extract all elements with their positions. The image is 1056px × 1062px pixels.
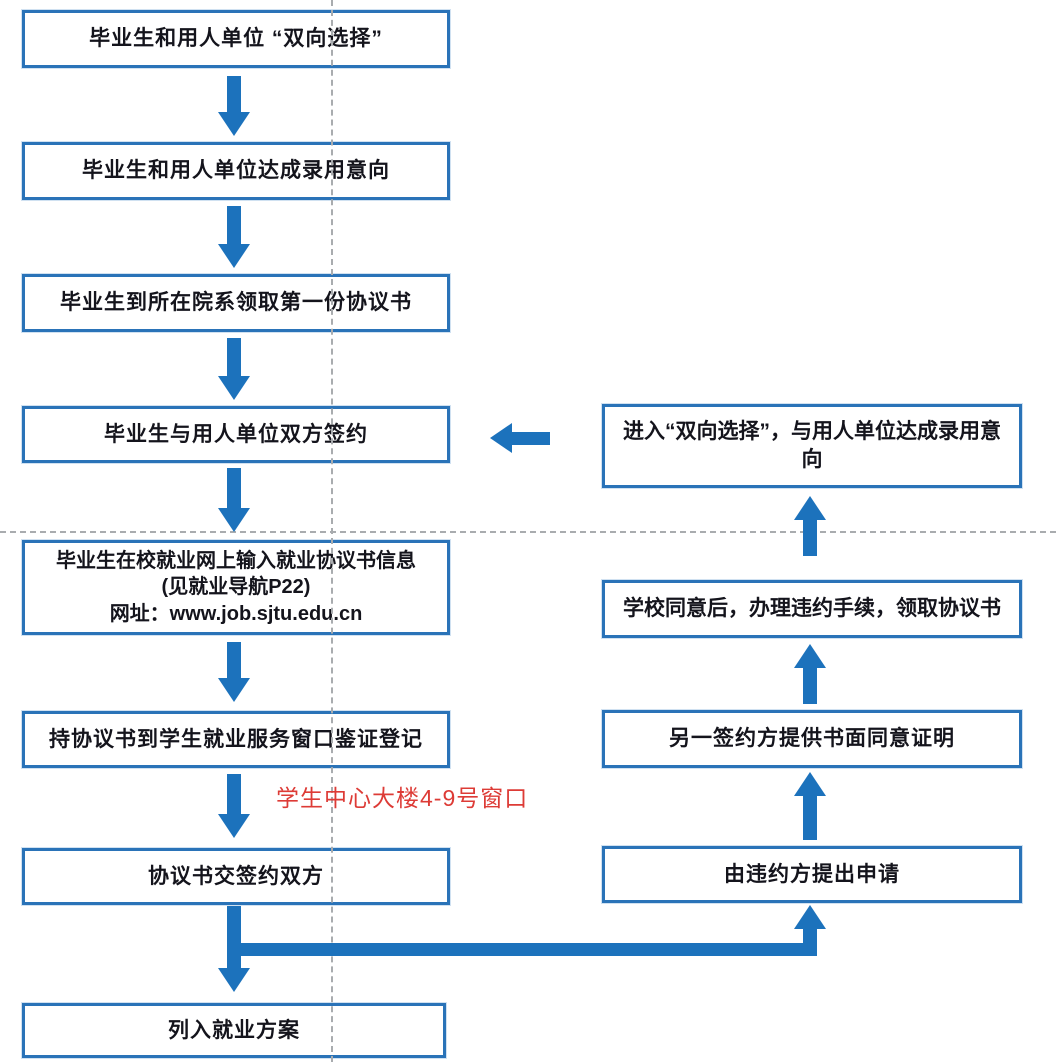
step-line-1: 毕业生在校就业网上输入就业协议书信息 [56, 549, 416, 572]
step-line-2: (见就业导航P22) [161, 576, 311, 599]
step-label: 由违约方提出申请 [724, 862, 900, 886]
box-employment-plan: 列入就业方案 [22, 1003, 446, 1058]
arrow-down-3 [218, 338, 250, 400]
box-reenter-selection: 进入“双向选择”，与用人单位达成录用意向 [602, 404, 1022, 488]
arrow-head [218, 968, 250, 992]
arrow-shaft [803, 668, 817, 704]
step-label: 毕业生到所在院系领取第一份协议书 [60, 291, 412, 315]
box-breach-application: 由违约方提出申请 [602, 846, 1022, 903]
arrow-head [218, 112, 250, 136]
arrow-shaft [512, 431, 550, 445]
arrow-shaft [227, 76, 241, 112]
arrow-head [218, 376, 250, 400]
step-label: 毕业生与用人单位双方签约 [104, 422, 368, 446]
step-label: 毕业生和用人单位 “双向选择” [89, 27, 383, 51]
arrow-head [218, 244, 250, 268]
step-label: 持协议书到学生就业服务窗口鉴证登记 [49, 727, 423, 751]
horizontal-dotted-guide [0, 531, 1056, 533]
arrow-head [794, 905, 826, 929]
step-label: 毕业生和用人单位达成录用意向 [82, 159, 390, 183]
arrow-up-1 [794, 772, 826, 840]
arrow-up-2 [794, 644, 826, 704]
box-school-approval: 学校同意后，办理违约手续，领取协议书 [602, 580, 1022, 638]
arrow-head [218, 508, 250, 532]
step-label: 学校同意后，办理违约手续，领取协议书 [623, 597, 1001, 621]
arrow-shaft [227, 206, 241, 244]
step-label: 列入就业方案 [168, 1018, 300, 1042]
arrow-head [218, 814, 250, 838]
arrow-shaft [803, 929, 817, 956]
arrow-shaft [227, 338, 241, 376]
arrow-up-into-breach-application [794, 905, 826, 956]
arrow-shaft [227, 906, 241, 968]
box-both-sign: 毕业生与用人单位双方签约 [22, 406, 450, 463]
arrow-up-3 [794, 496, 826, 556]
window-location-note: 学生中心大楼4-9号窗口 [276, 785, 529, 811]
branch-connector-line [227, 943, 817, 956]
arrow-down-to-plan [218, 906, 250, 992]
arrow-head [218, 678, 250, 702]
box-online-entry: 毕业生在校就业网上输入就业协议书信息 (见就业导航P22) 网址：www.job… [22, 540, 450, 635]
box-employment-intent: 毕业生和用人单位达成录用意向 [22, 142, 450, 200]
arrow-head [794, 644, 826, 668]
arrow-head [794, 772, 826, 796]
arrow-shaft [803, 796, 817, 840]
step-label: 另一签约方提供书面同意证明 [669, 727, 955, 751]
arrow-shaft [227, 642, 241, 678]
step-label: 协议书交签约双方 [148, 864, 324, 888]
arrow-down-4 [218, 468, 250, 532]
box-first-agreement: 毕业生到所在院系领取第一份协议书 [22, 274, 450, 332]
arrow-left-return [490, 423, 550, 453]
box-agreement-to-parties: 协议书交签约双方 [22, 848, 450, 905]
box-written-consent: 另一签约方提供书面同意证明 [602, 710, 1022, 768]
step-label: 进入“双向选择”，与用人单位达成录用意向 [623, 420, 1001, 471]
arrow-head [794, 496, 826, 520]
arrow-down-2 [218, 206, 250, 268]
step-line-3: 网址：www.job.sjtu.edu.cn [109, 602, 363, 625]
arrow-shaft [227, 468, 241, 508]
arrow-down-1 [218, 76, 250, 136]
arrow-down-5 [218, 642, 250, 702]
arrow-shaft [227, 774, 241, 814]
box-two-way-selection: 毕业生和用人单位 “双向选择” [22, 10, 450, 68]
arrow-head [490, 423, 512, 453]
arrow-shaft [803, 520, 817, 556]
box-window-registration: 持协议书到学生就业服务窗口鉴证登记 [22, 711, 450, 768]
arrow-down-6 [218, 774, 250, 838]
